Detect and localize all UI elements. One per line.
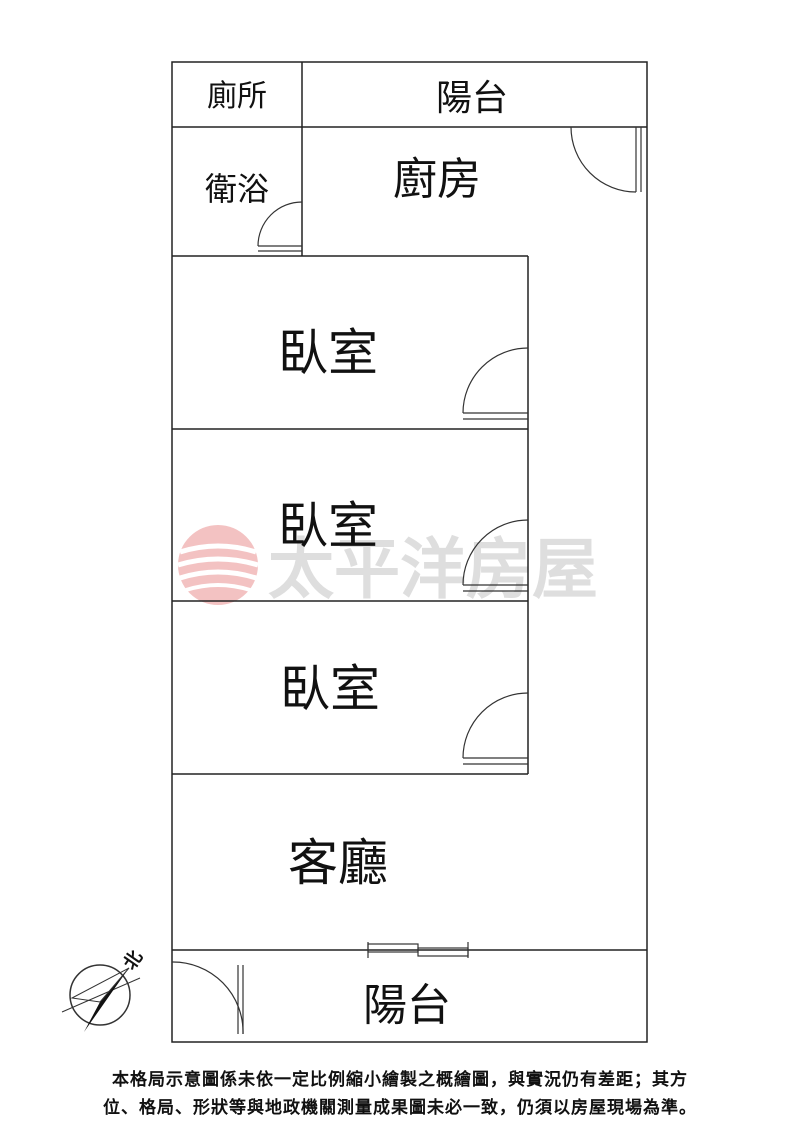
- room-label-kitchen: 廚房: [393, 154, 481, 205]
- watermark: 太平洋房屋: [177, 525, 598, 608]
- disclaimer: 本格局示意圖係未依一定比例縮小繪製之概繪圖，與實況仍有差距；其方 位、格局、形狀…: [20, 1066, 780, 1122]
- door-bedroom-3: [462, 692, 529, 765]
- door-balcony-bottom: [171, 961, 244, 1035]
- compass-ring: [69, 964, 131, 1026]
- room-label-toilet: 廁所: [207, 79, 267, 114]
- door-bath: [257, 201, 303, 252]
- watermark-logo: [177, 525, 259, 605]
- doors: [171, 126, 642, 1035]
- room-label-bedroom-1: 臥室: [278, 324, 378, 382]
- door-bedroom-2: [462, 519, 529, 592]
- walls: [171, 61, 648, 1043]
- compass-crossline: [61, 977, 141, 1013]
- door-bedroom-1: [462, 347, 529, 420]
- room-label-bath: 衛浴: [205, 170, 269, 208]
- room-label-bedroom-2: 臥室: [278, 497, 378, 555]
- room-label-bedroom-3: 臥室: [280, 660, 380, 718]
- room-label-living: 客廳: [288, 834, 388, 892]
- outer-wall: [171, 61, 648, 1043]
- room-label-balcony-top: 陽台: [436, 78, 508, 119]
- compass-needle-outline: [70, 967, 130, 1003]
- disclaimer-line-2: 位、格局、形狀等與地政機關測量成果圖未必一致，仍須以房屋現場為準。: [103, 1098, 697, 1118]
- compass-north-label: 北: [120, 947, 148, 974]
- watermark-text: 太平洋房屋: [268, 530, 598, 608]
- disclaimer-line-1: 本格局示意圖係未依一定比例縮小繪製之概繪圖，與實況仍有差距；其方: [112, 1070, 688, 1090]
- sliding-door-living-balcony: [367, 942, 469, 958]
- door-kitchen-balcony: [570, 126, 642, 193]
- room-label-balcony-bottom: 陽台: [363, 980, 451, 1031]
- compass: 北: [61, 947, 148, 1032]
- room-labels: 廁所 陽台 衛浴 廚房 臥室 臥室 臥室 客廳 陽台: [205, 78, 508, 1031]
